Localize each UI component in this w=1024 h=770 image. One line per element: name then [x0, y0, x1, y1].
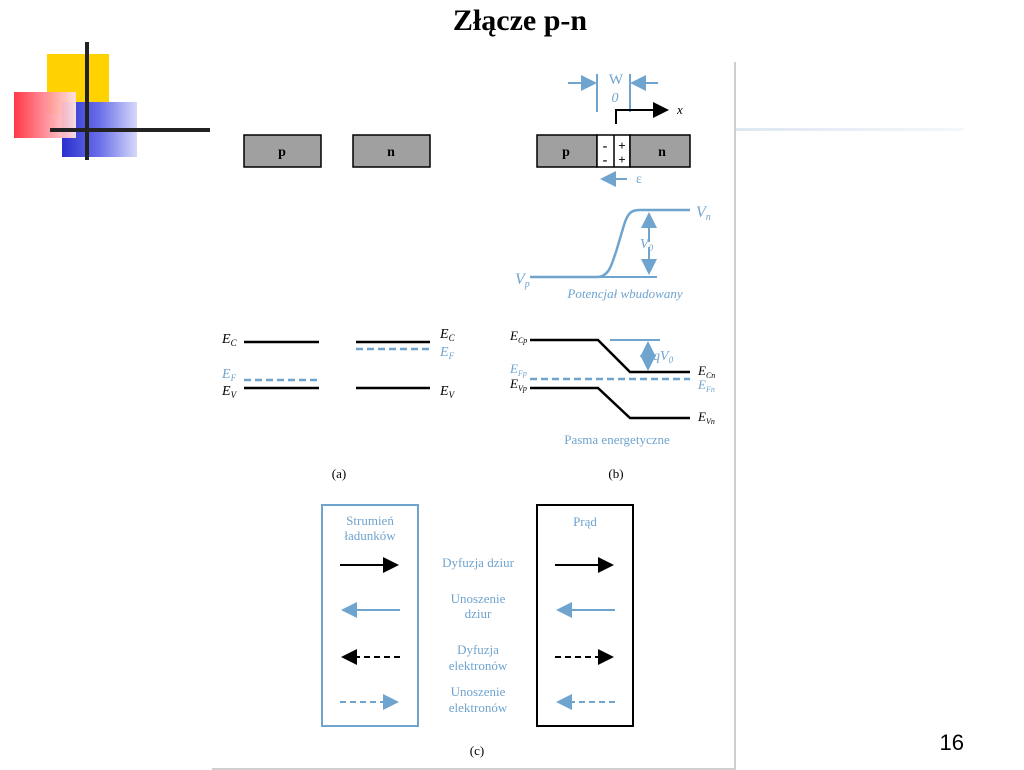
- ev-right-label: EV: [439, 384, 456, 400]
- w-label: W: [609, 72, 624, 88]
- origin-label: 0: [612, 91, 619, 106]
- pn-junction-figure: p n EC EF EV EC EF EV (a) W 0 x p: [212, 62, 736, 770]
- caption-a: (a): [332, 466, 346, 481]
- minus-sign-bottom: -: [603, 153, 608, 168]
- row-label-hole-diffusion: Dyfuzja dziur: [442, 555, 515, 570]
- decorative-rule: [734, 128, 964, 131]
- current-box: [536, 504, 634, 727]
- p-block: [243, 134, 322, 168]
- charge-flow-title-2: ładunków: [344, 528, 396, 543]
- plus-sign-bottom: +: [618, 152, 625, 167]
- charge-flow-title-1: Strumień: [346, 513, 394, 528]
- row-label-hole-drift-1: Unoszenie: [451, 591, 506, 606]
- efn-label: EFn: [697, 377, 715, 394]
- caption-c: (c): [470, 743, 484, 758]
- ef-left-label: EF: [221, 367, 237, 383]
- evn-label: EVn: [697, 409, 715, 426]
- plus-sign-top: +: [618, 138, 625, 153]
- current-title: Prąd: [573, 514, 597, 529]
- v0-label: V0: [640, 237, 654, 253]
- row-label-electron-drift-1: Unoszenie: [451, 684, 506, 699]
- decorative-squares: [0, 40, 210, 170]
- row-label-electron-diffusion-1: Dyfuzja: [457, 642, 499, 657]
- vn-label: Vn: [696, 204, 711, 223]
- junction-p-label: p: [562, 145, 570, 160]
- efp-label: EFp: [509, 361, 527, 378]
- bands-caption: Pasma energetyczne: [564, 432, 670, 447]
- diagram-a: p n EC EF EV EC EF EV (a): [221, 134, 456, 481]
- x-axis-arrow: [615, 102, 669, 124]
- row-label-electron-diffusion-2: elektronów: [449, 658, 508, 673]
- n-block-label: n: [387, 145, 395, 160]
- potential-caption: Potencjał wbudowany: [566, 286, 682, 301]
- minus-sign-top: -: [603, 139, 608, 154]
- x-axis-label: x: [676, 102, 683, 117]
- junction-n-region: [629, 134, 691, 168]
- n-block: [352, 134, 431, 168]
- row-label-electron-drift-2: elektronów: [449, 700, 508, 715]
- diagram-b: W 0 x p n - - + + ε V0 Vn Vp Potencjał w…: [509, 72, 715, 481]
- diagram-c: Strumień ładunków Prąd Dyfuzja dziur Uno…: [321, 504, 634, 758]
- charge-flow-box: [321, 504, 419, 727]
- ec-left-label: EC: [221, 332, 238, 348]
- ecn-label: ECn: [697, 363, 715, 380]
- qv0-label: qV0: [653, 349, 674, 365]
- ef-right-label: EF: [439, 345, 455, 361]
- p-block-label: p: [278, 145, 286, 160]
- ecp-label: ECp: [509, 328, 527, 345]
- row-label-hole-drift-2: dziur: [465, 606, 492, 621]
- page-number: 16: [939, 730, 964, 755]
- caption-b: (b): [608, 466, 623, 481]
- vp-label: Vp: [515, 271, 530, 290]
- ec-right-label: EC: [439, 327, 456, 343]
- valence-band-curve: [530, 386, 690, 420]
- evp-label: EVp: [509, 376, 527, 393]
- potential-curve: [530, 208, 690, 279]
- conduction-band-curve: [530, 338, 690, 374]
- junction-n-label: n: [658, 145, 666, 160]
- electric-field-label: ε: [636, 172, 642, 187]
- slide-title: Złącze p-n: [452, 4, 588, 37]
- ev-left-label: EV: [221, 384, 238, 400]
